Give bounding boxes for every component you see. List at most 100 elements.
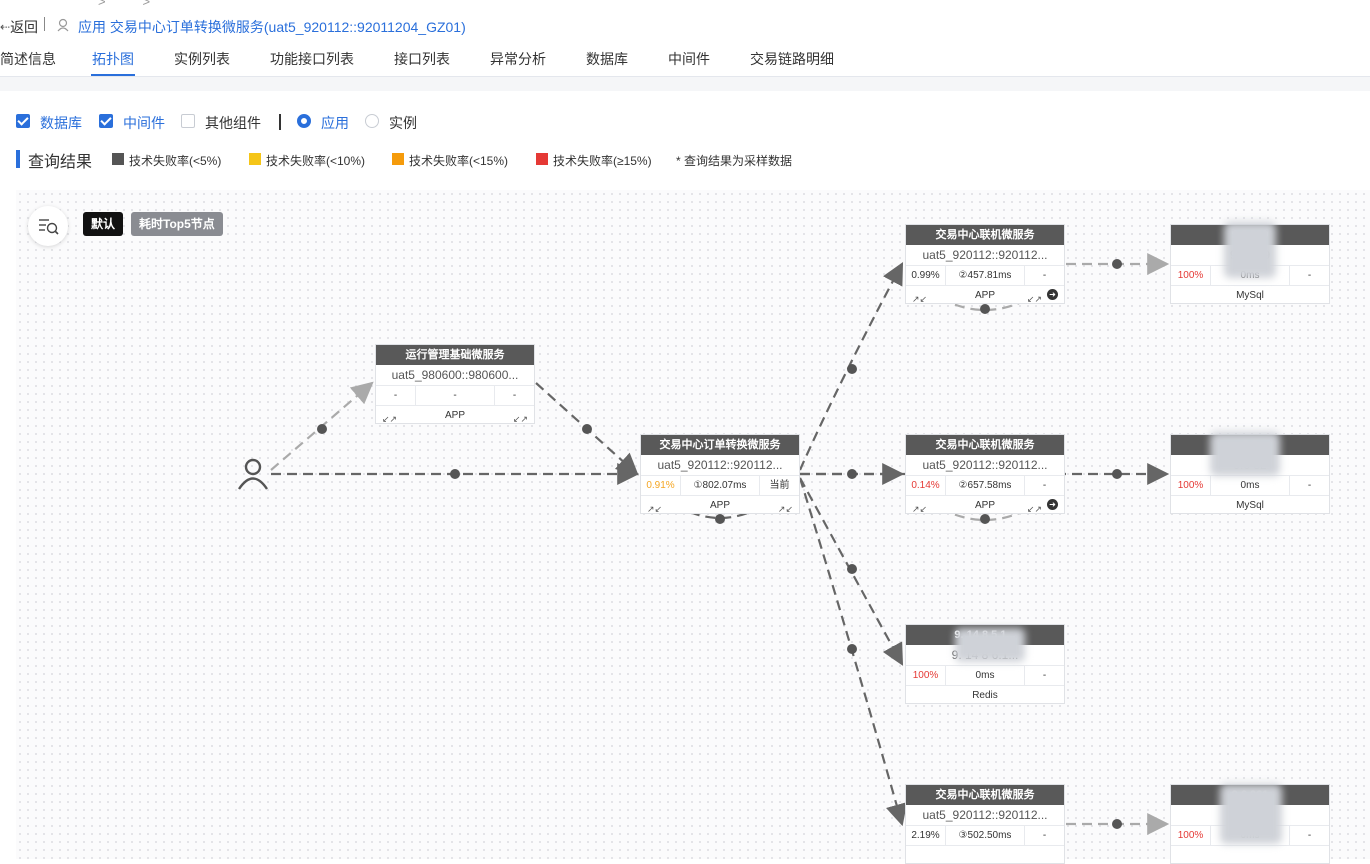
node-footer: ↗↙ APP ↙↗ ➜ bbox=[906, 286, 1064, 305]
node-subtitle: uat5_920112::920112... bbox=[906, 805, 1064, 826]
node-failure-rate: 0.99% bbox=[906, 266, 946, 285]
node-latency: 0ms bbox=[946, 666, 1025, 685]
collapse-icon[interactable]: ↗↙ bbox=[912, 504, 928, 514]
tab-overview[interactable]: 简述信息 bbox=[0, 51, 56, 67]
node-extra: - bbox=[1042, 830, 1047, 841]
node-subtitle: uat5_920112::920112... bbox=[641, 455, 799, 476]
node-extra: - bbox=[1042, 480, 1047, 491]
arrow-left-icon: ⇠ bbox=[0, 20, 11, 34]
node-latency: ②657.58ms bbox=[946, 476, 1025, 495]
legend-title: 查询结果 bbox=[28, 154, 93, 171]
back-label: 返回 bbox=[10, 19, 39, 35]
node-footer: ↗↙ APP ↙↗ ➜ bbox=[906, 496, 1064, 515]
instance-radio-label[interactable]: 实例 bbox=[389, 115, 417, 131]
blurred-ip-mask bbox=[1210, 432, 1280, 476]
node-title: 交易中心联机微服务 bbox=[906, 225, 1064, 245]
node-title: 交易中心联机微服务 bbox=[906, 785, 1064, 805]
blurred-ip-mask bbox=[955, 628, 1025, 662]
node-extra: - bbox=[1042, 270, 1047, 281]
node-subtitle: uat5_920112::920112... bbox=[906, 245, 1064, 266]
node-metrics: 0.99% ②457.81ms - bbox=[906, 266, 1064, 286]
user-icon[interactable] bbox=[236, 456, 270, 490]
node-type: APP bbox=[974, 290, 995, 301]
tab-function-apis[interactable]: 功能接口列表 bbox=[270, 51, 354, 67]
legend-note: * 查询结果为采样数据 bbox=[676, 154, 793, 168]
middleware-checkbox[interactable] bbox=[99, 114, 113, 128]
node-latency: ①802.07ms bbox=[681, 476, 760, 495]
tab-database[interactable]: 数据库 bbox=[586, 51, 628, 67]
legend-swatch-low bbox=[112, 153, 124, 165]
middleware-label[interactable]: 中间件 bbox=[123, 115, 165, 131]
other-components-checkbox[interactable] bbox=[181, 114, 195, 128]
node-subtitle: uat5_920112::920112... bbox=[906, 455, 1064, 476]
app-radio-label[interactable]: 应用 bbox=[321, 115, 349, 131]
node-failure-rate: 0.91% bbox=[641, 476, 681, 495]
legend-label-mid: 技术失败率(<10%) bbox=[266, 154, 366, 168]
result-legend: 查询结果 技术失败率(<5%) 技术失败率(<10%) 技术失败率(<15%) … bbox=[16, 148, 1016, 171]
tab-trace-details[interactable]: 交易链路明细 bbox=[750, 51, 834, 67]
search-nodes-button[interactable] bbox=[28, 206, 68, 246]
node-type: Redis bbox=[972, 690, 998, 701]
tab-instances[interactable]: 实例列表 bbox=[174, 51, 230, 67]
node-failure-rate: 100% bbox=[1171, 826, 1211, 845]
top5-nodes-button[interactable]: 耗时Top5节点 bbox=[131, 212, 223, 236]
node-failure-rate: 0.14% bbox=[906, 476, 946, 495]
database-label[interactable]: 数据库 bbox=[40, 115, 82, 131]
node-title: 交易中心订单转换微服务 bbox=[641, 435, 799, 455]
node-title: 运行管理基础微服务 bbox=[376, 345, 534, 365]
tab-bar: 简述信息 拓扑图 实例列表 功能接口列表 接口列表 异常分析 数据库 中间件 交… bbox=[0, 40, 1370, 77]
arrow-right-circle-icon[interactable]: ➜ bbox=[1047, 499, 1058, 510]
database-checkbox[interactable] bbox=[16, 114, 30, 128]
back-button[interactable]: ⇠ 返回 bbox=[0, 17, 38, 37]
filter-divider bbox=[279, 114, 281, 130]
blurred-ip-mask bbox=[1220, 784, 1282, 844]
page-header: ▔ ▔ ▔ ▔ ▔ > ▔ ▔ > ▔ ▔ ▔ ⇠ 返回 应用 交易中心订单转换… bbox=[0, 0, 1370, 92]
instance-radio[interactable] bbox=[365, 114, 379, 128]
node-latency: - bbox=[416, 386, 495, 405]
node-footer: MySql bbox=[1171, 286, 1329, 305]
node-extra: - bbox=[1307, 480, 1312, 491]
collapse-icon[interactable]: ↙↗ bbox=[382, 414, 398, 424]
active-tab-indicator bbox=[91, 74, 135, 76]
expand-icon[interactable]: ↙↗ bbox=[512, 414, 528, 424]
app-service-icon bbox=[57, 18, 69, 32]
node-failure-rate: 2.19% bbox=[906, 826, 946, 845]
node-online-service-1[interactable]: 交易中心联机微服务 uat5_920112::920112... 0.99% ②… bbox=[905, 224, 1065, 304]
node-metrics: 100% 0ms - bbox=[1171, 476, 1329, 496]
tab-exceptions[interactable]: 异常分析 bbox=[490, 51, 546, 67]
default-view-button[interactable]: 默认 bbox=[83, 212, 124, 236]
node-footer: ↙↗ APP ↙↗ bbox=[376, 406, 534, 425]
tab-topology[interactable]: 拓扑图 bbox=[92, 51, 134, 67]
node-online-service-3[interactable]: 交易中心联机微服务 uat5_920112::920112... 2.19% ③… bbox=[905, 784, 1065, 864]
node-metrics: 2.19% ③502.50ms - bbox=[906, 826, 1064, 846]
expand-icon[interactable]: ↗↙ bbox=[777, 504, 793, 514]
app-radio[interactable] bbox=[297, 114, 311, 128]
header-spacer bbox=[0, 77, 1370, 91]
collapse-icon[interactable]: ↗↙ bbox=[647, 504, 663, 514]
node-metrics: - - - bbox=[376, 386, 534, 406]
legend-accent-bar bbox=[16, 150, 20, 168]
node-extra: - bbox=[1307, 830, 1312, 841]
expand-icon[interactable]: ↙↗ bbox=[1026, 504, 1042, 514]
other-components-label[interactable]: 其他组件 bbox=[205, 115, 261, 131]
expand-icon[interactable]: ↙↗ bbox=[1026, 294, 1042, 304]
blurred-ip-mask bbox=[1224, 222, 1276, 278]
topology-canvas[interactable] bbox=[16, 190, 1370, 859]
page-title: 应用 交易中心订单转换微服务(uat5_920112::92011204_GZ0… bbox=[78, 19, 466, 35]
node-online-service-2[interactable]: 交易中心联机微服务 uat5_920112::920112... 0.14% ②… bbox=[905, 434, 1065, 514]
list-search-icon bbox=[39, 219, 59, 235]
legend-label-critical: 技术失败率(≥15%) bbox=[553, 154, 652, 168]
tab-middleware[interactable]: 中间件 bbox=[668, 51, 710, 67]
node-title: 交易中心联机微服务 bbox=[906, 435, 1064, 455]
node-extra: - bbox=[1307, 270, 1312, 281]
node-extra: - bbox=[512, 390, 517, 401]
tab-apis[interactable]: 接口列表 bbox=[394, 51, 450, 67]
node-current-service[interactable]: 交易中心订单转换微服务 uat5_920112::920112... 0.91%… bbox=[640, 434, 800, 514]
breadcrumb-cut: ▔ ▔ ▔ ▔ ▔ > ▔ ▔ > ▔ ▔ ▔ bbox=[20, 0, 198, 9]
node-ops-service[interactable]: 运行管理基础微服务 uat5_980600::980600... - - - ↙… bbox=[375, 344, 535, 424]
legend-swatch-high bbox=[392, 153, 404, 165]
node-metrics: 0.91% ①802.07ms 当前 bbox=[641, 476, 799, 496]
collapse-icon[interactable]: ↗↙ bbox=[912, 294, 928, 304]
arrow-right-circle-icon[interactable]: ➜ bbox=[1047, 289, 1058, 300]
node-footer: Redis bbox=[906, 686, 1064, 705]
